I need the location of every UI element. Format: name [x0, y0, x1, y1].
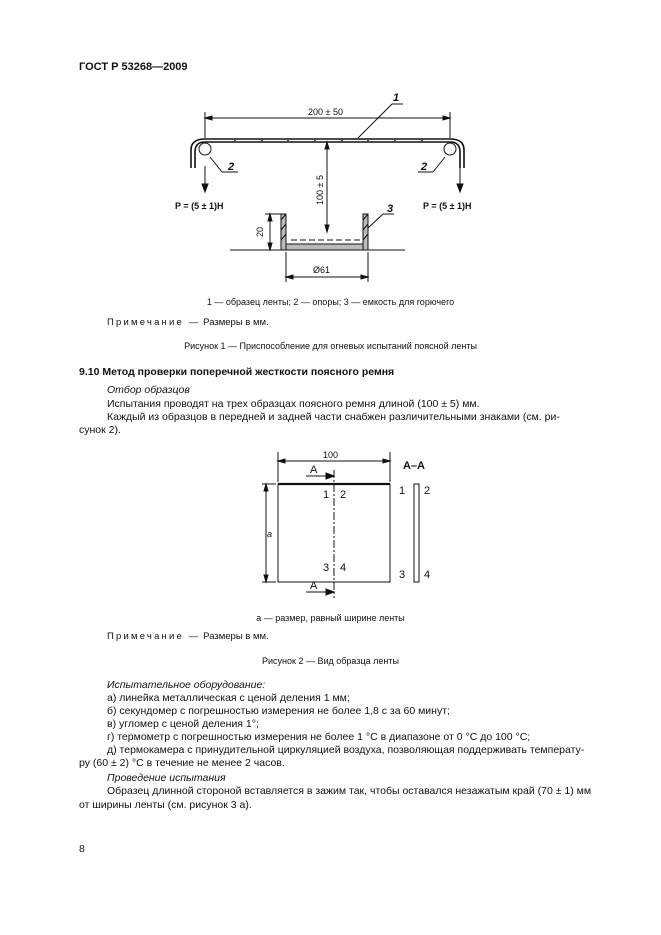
label-3: 3 [387, 203, 393, 215]
procedure-heading: Проведение испытания [107, 772, 226, 784]
section-mark-2: 2 [424, 485, 430, 497]
note-text: Размеры в мм. [203, 631, 269, 642]
paragraph-2-line-2: сунок 2). [79, 424, 121, 436]
paragraph-2-line-1: Каждый из образцов в передней и задней ч… [107, 411, 560, 423]
note-label: Примечание — [107, 631, 201, 642]
section-mark-3: 3 [399, 569, 405, 581]
paragraph-1: Испытания проводят на трех образцах пояс… [107, 398, 480, 410]
figure-1-note: Примечание — Размеры в мм. [107, 317, 269, 328]
section-heading: 9.10 Метод проверки поперечной жесткости… [79, 366, 395, 378]
figure-1-drawing: 200 ± 50 1 2 2 3 P = (5 ± 1)H P = (5 ± 1… [175, 92, 472, 282]
figure-2-caption: Рисунок 2 — Вид образца ленты [262, 656, 399, 666]
equipment-item-e: д) термокамера с принудительной циркуляц… [107, 744, 585, 756]
label-2-right: 2 [420, 161, 427, 173]
section-mark-1: 1 [399, 485, 405, 497]
mark-3: 3 [323, 562, 329, 574]
section-title: A–A [403, 460, 425, 472]
mark-1: 1 [323, 489, 329, 501]
equipment-item-b: б) секундомер с погрешностью измерения н… [107, 705, 450, 717]
mark-2: 2 [340, 489, 346, 501]
page-number: 8 [79, 843, 85, 855]
dim-width-label: 200 ± 50 [308, 107, 343, 117]
procedure-line-1: Образец длинной стороной вставляется в з… [107, 785, 592, 797]
mark-4: 4 [340, 562, 346, 574]
equipment-heading: Испытательное оборудование: [107, 679, 266, 691]
label-2-left: 2 [227, 161, 234, 173]
equipment-item-d: г) термометр с погрешностью измерения не… [107, 731, 531, 743]
dim-height-label: 100 ± 5 [315, 175, 325, 205]
figure-1-caption: Рисунок 1 — Приспособление для огневых и… [184, 341, 477, 351]
equipment-item-a: а) линейка металлическая с ценой деления… [107, 692, 350, 704]
dim-diameter-label: Ø61 [313, 265, 330, 275]
figure-2-legend: a — размер, равный ширине ленты [256, 613, 405, 623]
section-subheading: Отбор образцов [107, 384, 190, 396]
equipment-item-c: в) угломер с ценой деления 1°; [107, 718, 259, 730]
section-mark-top: A [310, 464, 318, 476]
note-label: Примечание — [107, 317, 201, 328]
force-right-label: P = (5 ± 1)H [423, 201, 472, 211]
dim-100-label: 100 [323, 450, 338, 460]
force-left-label: P = (5 ± 1)H [175, 201, 224, 211]
section-mark-4: 4 [424, 569, 430, 581]
figure-2-note: Примечание — Размеры в мм. [107, 631, 269, 642]
procedure-line-2: от ширины ленты (см. рисунок 3 а). [79, 799, 252, 811]
document-header: ГОСТ Р 53268—2009 [79, 61, 188, 73]
note-text: Размеры в мм. [203, 317, 269, 328]
dim-side-label: 20 [255, 227, 265, 237]
equipment-item-e-cont: ру (60 ± 2) °С в течение не менее 2 часо… [79, 757, 285, 769]
dim-a-label: a [267, 529, 272, 539]
figure-1-legend: 1 — образец ленты; 2 — опоры; 3 — емкост… [206, 297, 455, 307]
figure-2-drawing: 100 A A A–A a 1 2 3 4 1 2 3 4 [262, 450, 430, 598]
section-mark-bottom: A [310, 580, 318, 592]
label-1: 1 [393, 92, 399, 104]
